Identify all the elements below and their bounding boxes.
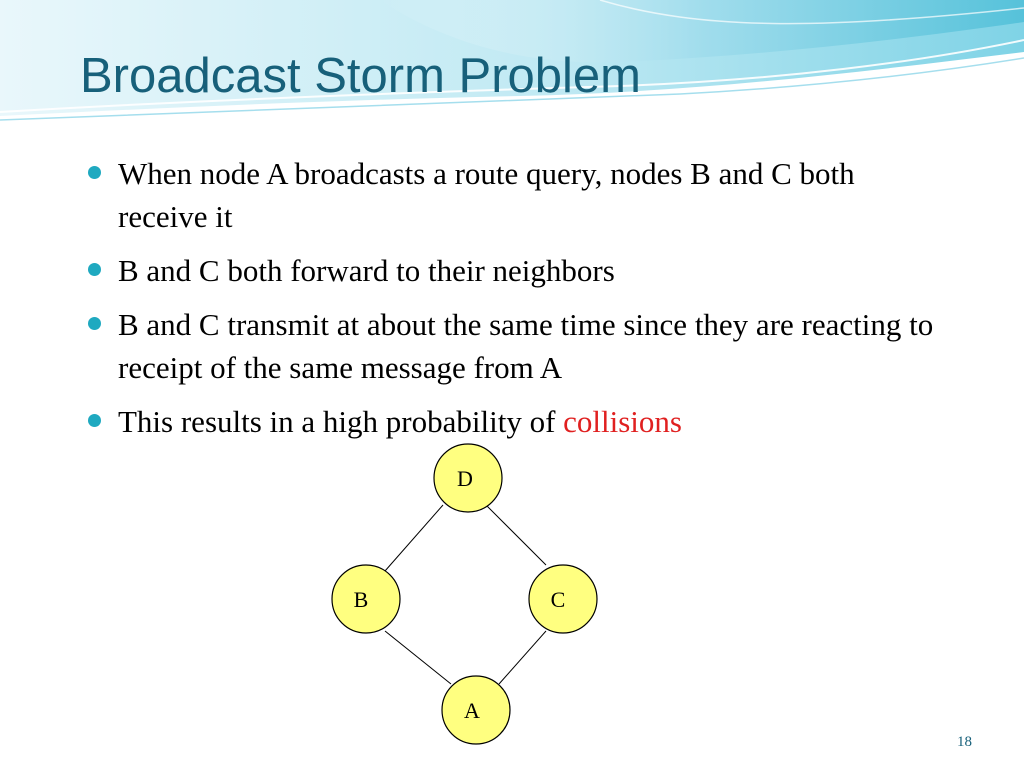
bullet-text: B and C transmit at about the same time … — [118, 307, 934, 385]
bullet-item: B and C transmit at about the same time … — [86, 303, 946, 389]
node-c: C — [528, 564, 598, 634]
bullet-item: B and C both forward to their neighbors — [86, 249, 946, 292]
bullet-dot-icon — [88, 414, 101, 427]
bullet-dot-icon — [88, 317, 101, 330]
node-d: D — [433, 443, 503, 513]
highlight-collisions: collisions — [563, 404, 682, 439]
slide-title: Broadcast Storm Problem — [80, 49, 641, 103]
header-wave-decoration — [0, 0, 1024, 121]
edge-c-a — [498, 630, 547, 685]
edge-d-b — [384, 504, 444, 572]
page-number: 18 — [957, 734, 972, 750]
node-b-label: B — [354, 587, 369, 612]
node-a: A — [441, 675, 511, 745]
bullet-item: When node A broadcasts a route query, no… — [86, 152, 946, 238]
node-d-label: D — [457, 466, 473, 491]
edge-d-c — [485, 504, 547, 566]
bullet-dot-icon — [88, 263, 101, 276]
edge-b-a — [384, 630, 452, 685]
bullet-text: B and C both forward to their neighbors — [118, 253, 615, 288]
node-a-label: A — [464, 698, 480, 723]
bullet-list: When node A broadcasts a route query, no… — [86, 152, 946, 454]
bullet-item: This results in a high probability of co… — [86, 400, 946, 443]
bullet-text: This results in a high probability of — [118, 404, 564, 439]
bullet-text: When node A broadcasts a route query, no… — [118, 156, 855, 234]
bullet-dot-icon — [88, 166, 101, 179]
node-c-label: C — [551, 587, 566, 612]
node-b: B — [331, 564, 401, 634]
